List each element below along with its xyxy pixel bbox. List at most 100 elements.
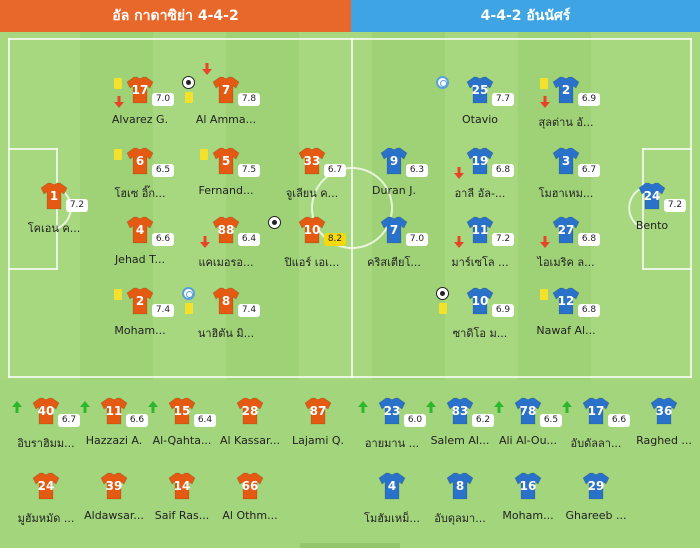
- player-rating: 6.8: [578, 233, 600, 246]
- home-team-title[interactable]: อัล กาดาซิย่า 4-4-2: [0, 0, 351, 32]
- shirt-icon: 28: [236, 397, 264, 425]
- player-rating: 6.0: [404, 414, 426, 427]
- player-rating: 7.0: [406, 233, 428, 246]
- player-name: โมฮัมเหม็...: [364, 512, 420, 525]
- player-name: มาร์เซโล ...: [451, 256, 509, 269]
- shirt-number: 8: [221, 294, 231, 308]
- shirt-number: 29: [587, 479, 605, 493]
- player-name: Salem Al...: [430, 434, 490, 447]
- box-left-top: [8, 148, 58, 150]
- bench-divider: [300, 543, 400, 548]
- shirt-icon: 36: [650, 397, 678, 425]
- shirt-number: 24: [37, 479, 55, 493]
- touchline-top: [8, 38, 692, 40]
- player-card[interactable]: 4 โมฮัมเหม็...: [346, 472, 436, 532]
- touchline-bottom: [8, 376, 692, 378]
- substituted-off-icon: [540, 93, 550, 108]
- shirt-icon: 19: [466, 147, 494, 175]
- goal-ball-icon: [268, 216, 281, 229]
- halfway-line: [351, 38, 353, 378]
- shirt-number: 7: [389, 223, 399, 237]
- shirt-number: 17: [587, 404, 605, 418]
- shirt-icon: 14: [168, 472, 196, 500]
- box-right-bottom: [642, 268, 692, 270]
- player-name: Ali Al-Ou...: [498, 434, 558, 447]
- away-team-title[interactable]: 4-4-2 อันนัศร์: [351, 0, 700, 32]
- player-name: Ghareeb ...: [565, 509, 627, 522]
- substituted-off-icon: [454, 164, 464, 179]
- shirt-number: 23: [383, 404, 401, 418]
- player-rating: 6.7: [324, 164, 346, 177]
- shirt-icon: 33: [298, 147, 326, 175]
- player-rating: 6.9: [578, 93, 600, 106]
- shirt-number: 6: [135, 154, 145, 168]
- shirt-icon: 4: [378, 472, 406, 500]
- player-rating: 7.5: [238, 164, 260, 177]
- substituted-on-icon: [358, 398, 368, 413]
- shirt-number: 36: [655, 404, 673, 418]
- box-right-top: [642, 148, 692, 150]
- player-rating: 6.6: [608, 414, 630, 427]
- player-name: โคเอน ค...: [27, 222, 81, 235]
- captain-badge-icon: [182, 287, 195, 300]
- shirt-icon: 2: [552, 76, 580, 104]
- shirt-icon: 40: [32, 397, 60, 425]
- player-rating: 6.5: [540, 414, 562, 427]
- pitch-stripe: [372, 32, 445, 380]
- shirt-number: 11: [105, 404, 123, 418]
- shirt-number: 17: [131, 83, 149, 97]
- player-rating: 7.4: [152, 304, 174, 317]
- shirt-icon: 9: [380, 147, 408, 175]
- player-rating: 7.4: [238, 304, 260, 317]
- shirt-number: 27: [557, 223, 575, 237]
- player-card[interactable]: 7 7.0 คริสเตียโ...: [348, 216, 438, 276]
- player-name: จูเลียน ค...: [285, 187, 339, 200]
- shirt-icon: 29: [582, 472, 610, 500]
- shirt-icon: 11: [100, 397, 128, 425]
- shirt-icon: 83: [446, 397, 474, 425]
- player-name: สุลต่าน อั...: [538, 116, 594, 129]
- player-rating: 6.6: [152, 233, 174, 246]
- player-name: คริสเตียโ...: [367, 256, 421, 269]
- pitch-stripe: [518, 32, 591, 380]
- yellow-card-icon: [540, 78, 548, 89]
